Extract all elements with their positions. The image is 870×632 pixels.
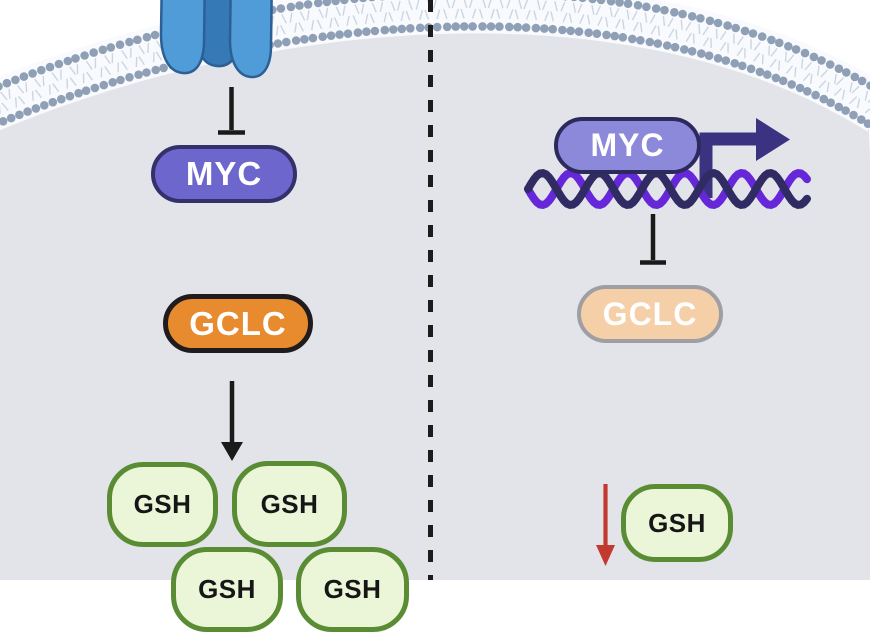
inhibition-bar-left-icon <box>218 87 245 135</box>
inhibition-bar-right-icon <box>640 214 666 265</box>
gclc-node-right-faded: GCLC <box>577 285 723 343</box>
red-decrease-arrow-icon <box>596 484 615 566</box>
dna-helix-icon <box>524 168 811 210</box>
gsh-node-right: GSH <box>621 484 733 562</box>
panel-divider-dashed-line <box>428 0 433 580</box>
myc-node-right: MYC <box>554 117 701 174</box>
receptor-icon <box>159 0 273 79</box>
gsh-node: GSH <box>232 461 347 547</box>
gsh-node: GSH <box>171 547 283 632</box>
gclc-node-left: GCLC <box>163 294 313 353</box>
down-arrow-icon <box>221 381 243 461</box>
gsh-node: GSH <box>296 547 409 632</box>
gsh-node: GSH <box>107 462 218 547</box>
myc-node-left: MYC <box>151 145 297 203</box>
